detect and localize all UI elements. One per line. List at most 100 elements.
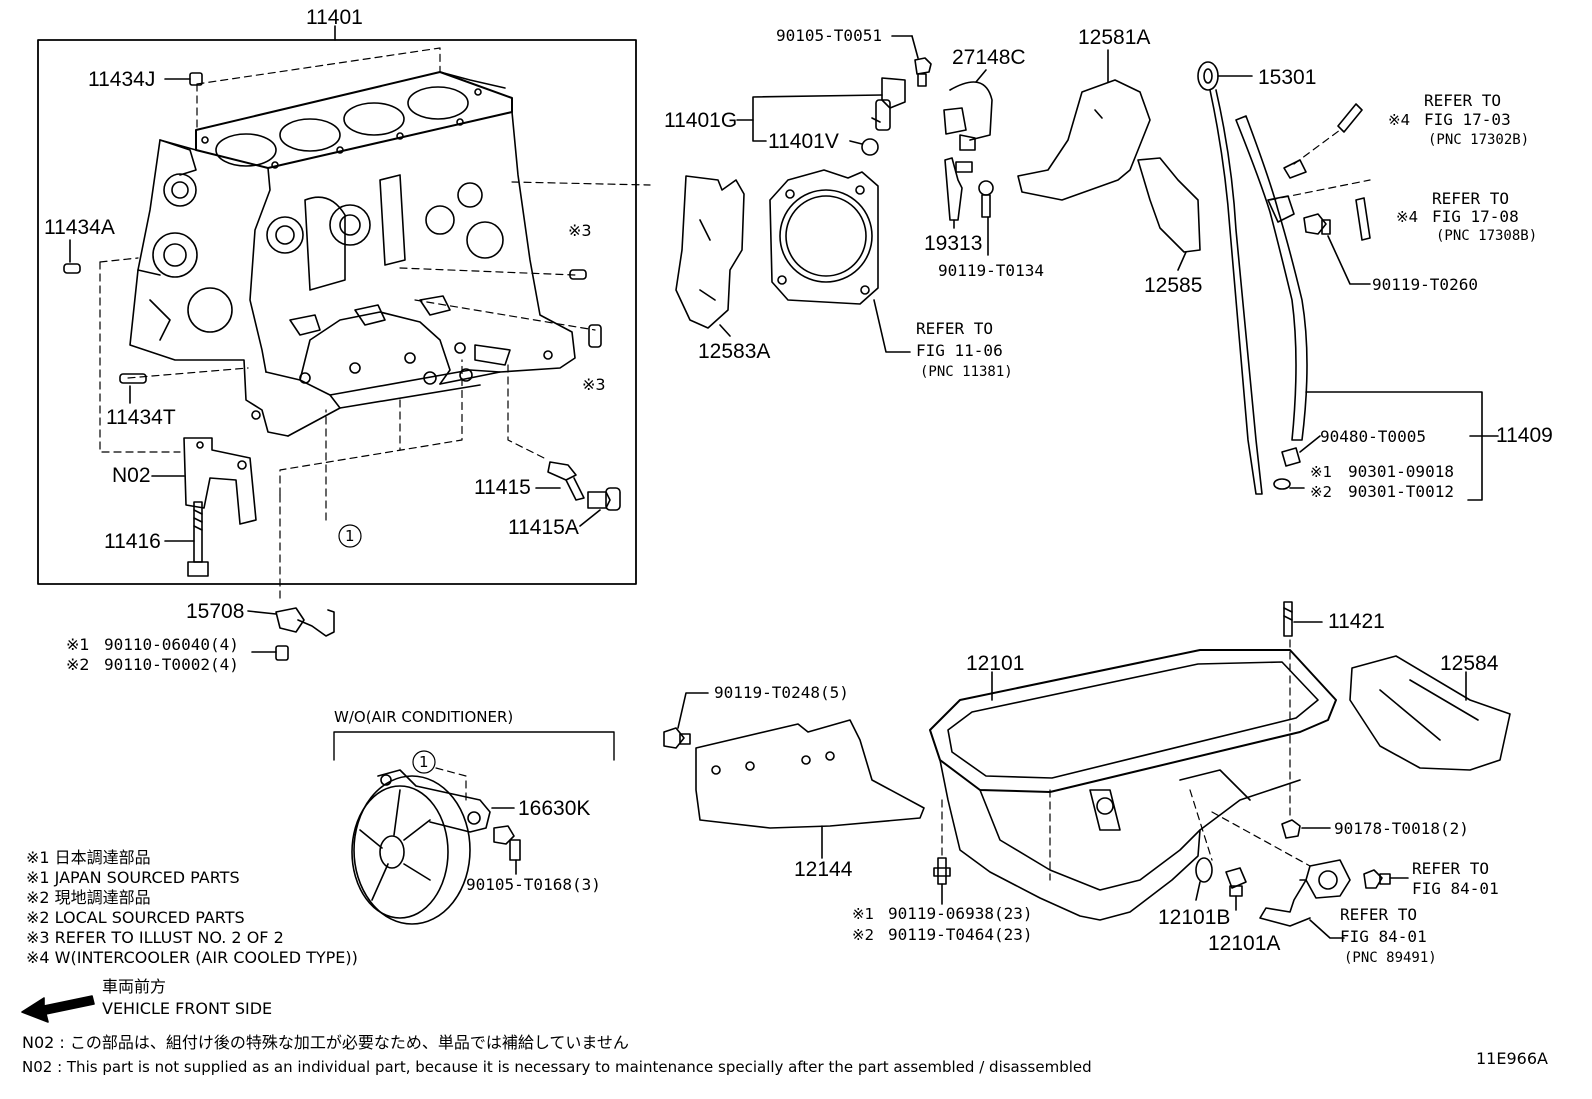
bolt-11415A bbox=[587, 487, 621, 511]
label-refer-1703-c: (PNC 17302B) bbox=[1428, 132, 1529, 148]
level-sensor bbox=[1259, 859, 1351, 927]
legend-line-5: ※3 REFER TO ILLUST NO. 2 OF 2 bbox=[26, 928, 284, 947]
label-refer-1703-a: REFER TO bbox=[1424, 91, 1501, 110]
label-refer-1106-b: FIG 11-06 bbox=[916, 341, 1003, 360]
engine-block-group-frame bbox=[37, 39, 637, 585]
leader-90119-T0248 bbox=[677, 692, 709, 729]
wo-ac-bracket-frame bbox=[333, 731, 615, 761]
label-90110-T0002: 90110-T0002(4) bbox=[104, 655, 239, 674]
label-refer-1708-b: FIG 17-08 bbox=[1432, 207, 1519, 226]
label-90301-T0012: 90301-T0012 bbox=[1348, 482, 1454, 501]
label-ref3-a: ※3 bbox=[568, 221, 592, 240]
label-11409: 11409 bbox=[1496, 424, 1553, 447]
hose-dash-lines bbox=[1269, 129, 1371, 201]
pin-11434A bbox=[63, 263, 81, 274]
leader-15708 bbox=[247, 610, 277, 615]
bolt-90105-T0168 bbox=[493, 825, 521, 861]
label-12581A: 12581A bbox=[1078, 26, 1150, 49]
label-mark2-90301: ※2 bbox=[1310, 483, 1332, 501]
pin-ref3-b bbox=[588, 324, 602, 348]
stiffener-12144 bbox=[695, 719, 925, 829]
label-12583A: 12583A bbox=[698, 340, 770, 363]
label-90119-T0134: 90119-T0134 bbox=[938, 261, 1044, 280]
circle-marker-1-b bbox=[412, 750, 436, 774]
bolt-90119-T0260 bbox=[1303, 213, 1331, 235]
label-90110-06040: 90110-06040(4) bbox=[104, 635, 239, 654]
cover-12581A bbox=[1017, 79, 1151, 201]
label-refer-8401p-c: (PNC 89491) bbox=[1344, 950, 1437, 966]
label-ref3-b: ※3 bbox=[582, 375, 606, 394]
label-19313: 19313 bbox=[924, 232, 982, 255]
label-90105-T0168: 90105-T0168(3) bbox=[466, 875, 601, 894]
o-ring-11401V bbox=[861, 138, 879, 156]
label-11434A: 11434A bbox=[44, 216, 115, 239]
label-mark4-b: ※4 bbox=[1396, 208, 1418, 226]
label-90119-06938: 90119-06938(23) bbox=[888, 904, 1033, 923]
label-mark1-90301: ※1 bbox=[1310, 463, 1332, 481]
label-12101A: 12101A bbox=[1208, 932, 1280, 955]
baffle-12584 bbox=[1349, 655, 1511, 771]
drain-plug-12101A bbox=[1225, 867, 1247, 897]
label-27148C: 27148C bbox=[952, 46, 1026, 69]
label-11421: 11421 bbox=[1328, 610, 1385, 633]
leader-90105-T0051-b bbox=[911, 35, 919, 59]
label-11416: 11416 bbox=[104, 530, 161, 553]
oil-pan-12101 bbox=[929, 649, 1337, 921]
o-ring-90301 bbox=[1273, 478, 1291, 490]
vehicle-front-arrow-icon bbox=[21, 995, 95, 1023]
leader-90480 bbox=[1299, 435, 1321, 453]
leader-11409 bbox=[1305, 391, 1483, 501]
leader-12585 bbox=[1177, 251, 1187, 271]
leader-27148C bbox=[975, 69, 987, 83]
legend-line-3: ※2 現地調達部品 bbox=[26, 888, 151, 907]
label-12101: 12101 bbox=[966, 652, 1024, 675]
leader-11401G-b bbox=[752, 119, 767, 142]
label-wo-ac: W/O(AIR CONDITIONER) bbox=[334, 708, 513, 726]
legend-line-4: ※2 LOCAL SOURCED PARTS bbox=[26, 908, 245, 927]
bolt-11416 bbox=[187, 501, 209, 577]
cylinder-block-drawing bbox=[129, 71, 576, 437]
bolt-90119-T0248 bbox=[663, 727, 691, 749]
label-refer-1703-b: FIG 17-03 bbox=[1424, 110, 1511, 129]
label-mark2-90110: ※2 bbox=[66, 655, 90, 674]
label-12585: 12585 bbox=[1144, 274, 1202, 297]
label-refer-8401-a: REFER TO bbox=[1412, 859, 1489, 878]
cover-12585 bbox=[1137, 157, 1201, 253]
label-refer-8401p-b: FIG 84-01 bbox=[1340, 927, 1427, 946]
label-12144: 12144 bbox=[794, 858, 853, 881]
label-90119-T0260: 90119-T0260 bbox=[1372, 275, 1478, 294]
circle-1-text-b: 1 bbox=[419, 753, 429, 771]
figure-id: 11E966A bbox=[1476, 1049, 1548, 1068]
cover-12583A bbox=[675, 175, 745, 329]
label-11415: 11415 bbox=[474, 476, 531, 499]
label-90105-T0051: 90105-T0051 bbox=[776, 26, 882, 45]
legend-line-2: ※1 JAPAN SOURCED PARTS bbox=[26, 868, 240, 887]
bracket-19313 bbox=[944, 157, 973, 221]
label-16630K: 16630K bbox=[518, 797, 590, 820]
pan-dash-lines bbox=[941, 639, 1291, 881]
label-refer-1106-a: REFER TO bbox=[916, 319, 993, 338]
pin-11434T bbox=[119, 373, 147, 384]
label-refer-1708-a: REFER TO bbox=[1432, 189, 1509, 208]
leader-rear-seal bbox=[873, 299, 911, 353]
label-11401: 11401 bbox=[306, 6, 363, 29]
leader-90119-T0260 bbox=[1327, 235, 1371, 285]
label-refer-8401p-a: REFER TO bbox=[1340, 905, 1417, 924]
bolt-90110 bbox=[275, 645, 289, 661]
vehicle-front-en: VEHICLE FRONT SIDE bbox=[102, 999, 272, 1018]
label-mark1-90110: ※1 bbox=[66, 635, 90, 654]
circle-marker-1 bbox=[338, 524, 362, 548]
plug-11434J bbox=[164, 72, 203, 86]
label-mark4-a: ※4 bbox=[1388, 111, 1410, 129]
sensor-dash bbox=[1211, 811, 1311, 867]
leader-11401V bbox=[849, 140, 863, 145]
label-mark2-90119: ※2 bbox=[852, 926, 874, 944]
legend-line-1: ※1 日本調達部品 bbox=[26, 848, 151, 867]
leader-11401G bbox=[736, 94, 883, 121]
label-mark1-90119: ※1 bbox=[852, 905, 874, 923]
cam-sensor-11401G bbox=[871, 77, 906, 131]
footnote-en: N02 : This part is not supplied as an in… bbox=[22, 1058, 1092, 1076]
gasket-90480 bbox=[1281, 447, 1301, 467]
label-refer-1708-c: (PNC 17308B) bbox=[1436, 228, 1537, 244]
